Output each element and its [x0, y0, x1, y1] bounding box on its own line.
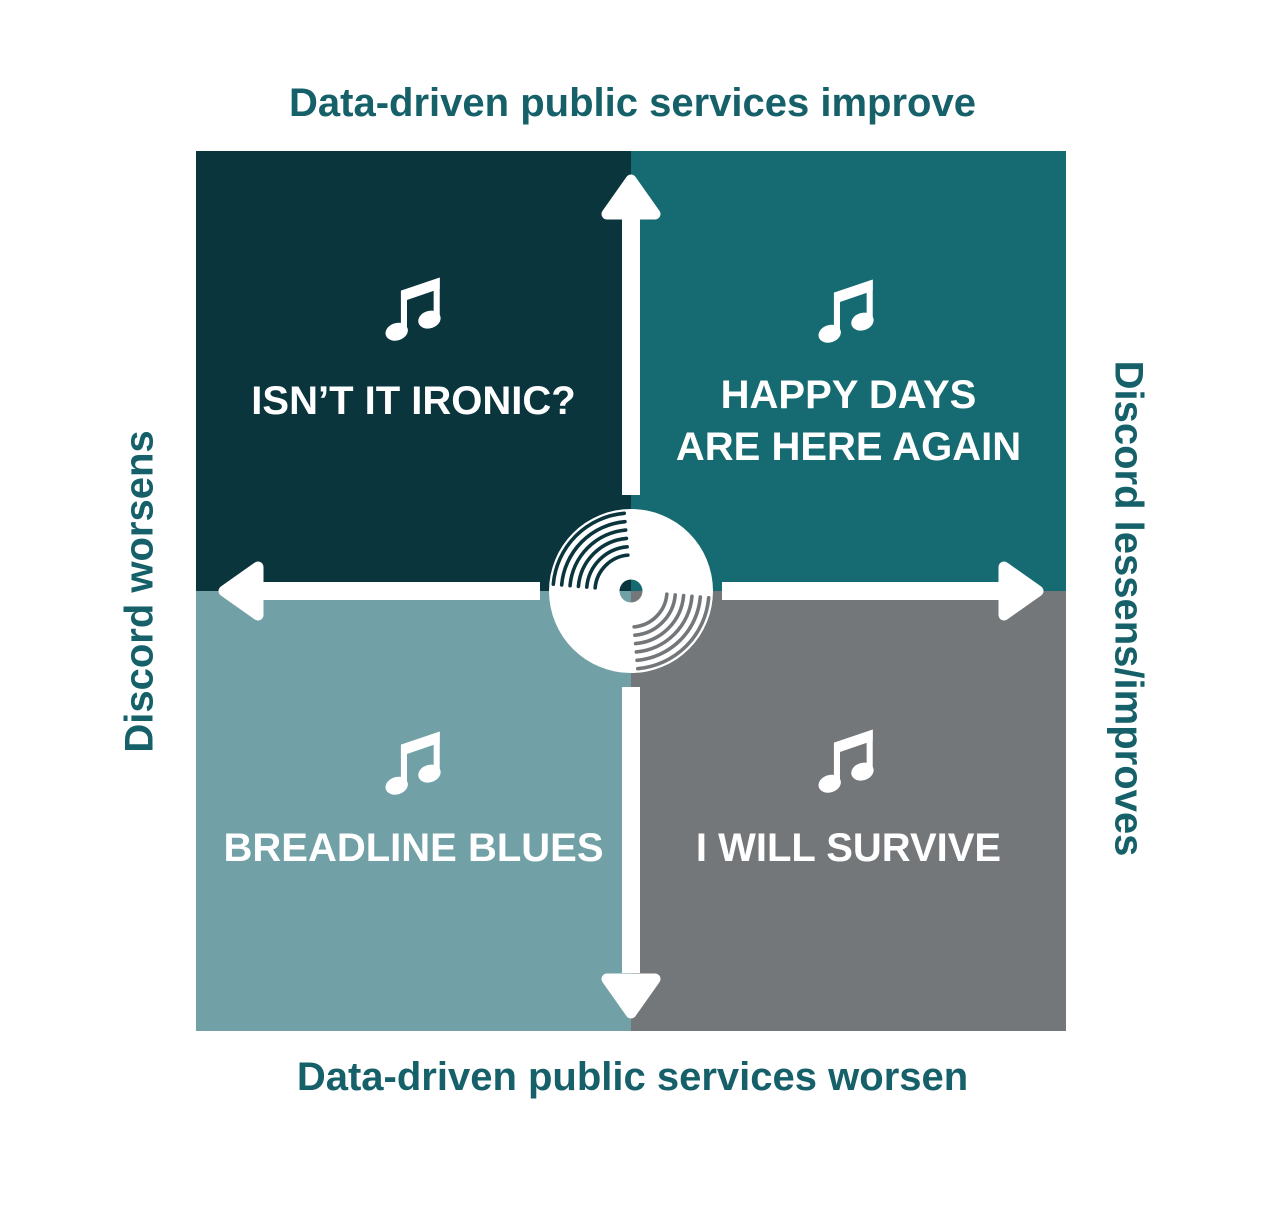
quadrant-title-top-left: ISN’T IT IRONIC? [251, 379, 576, 423]
beamed-eighth-notes-icon [385, 731, 441, 795]
quadrant-title-bottom-left: BREADLINE BLUES [223, 826, 604, 870]
quadrant-title-top-right: HAPPY DAYS ARE HERE AGAIN [675, 373, 1022, 469]
quadrant-bottom-left [196, 591, 631, 1031]
arrow-right-icon [998, 561, 1044, 621]
axis-label-top: Data-driven public services improve [289, 81, 976, 125]
quadrant-grid: ISN’T IT IRONIC? HAPPY DAYS ARE HERE AGA… [196, 151, 1066, 1031]
axis-label-right-text: Discord lessens/improves [1106, 360, 1151, 856]
arrow-shaft-up [622, 209, 640, 495]
quadrant-top-left [196, 151, 631, 591]
quadrant-bottom-right [631, 591, 1066, 1031]
axis-label-right: Discord lessens/improves [1086, 168, 1170, 1048]
vinyl-record-icon [549, 508, 713, 674]
arrow-shaft-left [258, 582, 540, 600]
quadrant-title-bottom-right: I WILL SURVIVE [695, 826, 1002, 870]
beamed-eighth-notes-icon [385, 277, 441, 341]
axis-label-bottom: Data-driven public services worsen [296, 1055, 969, 1099]
quadrant-top-right [631, 151, 1066, 591]
arrow-shaft-down [622, 687, 640, 973]
beamed-eighth-notes-icon [818, 729, 874, 793]
arrow-shaft-right [722, 582, 1004, 600]
axis-label-left-text: Discord worsens [117, 429, 162, 753]
arrow-left-icon [218, 561, 264, 621]
axis-arrows [218, 174, 1044, 1019]
arrow-down-icon [601, 973, 661, 1019]
beamed-eighth-notes-icon [818, 279, 874, 343]
record-grooves-lower-right [632, 592, 711, 671]
arrow-up-icon [601, 174, 661, 220]
record-disc [549, 508, 713, 674]
axis-label-left: Discord worsens [98, 151, 182, 1031]
record-grooves-upper-left [551, 511, 630, 590]
